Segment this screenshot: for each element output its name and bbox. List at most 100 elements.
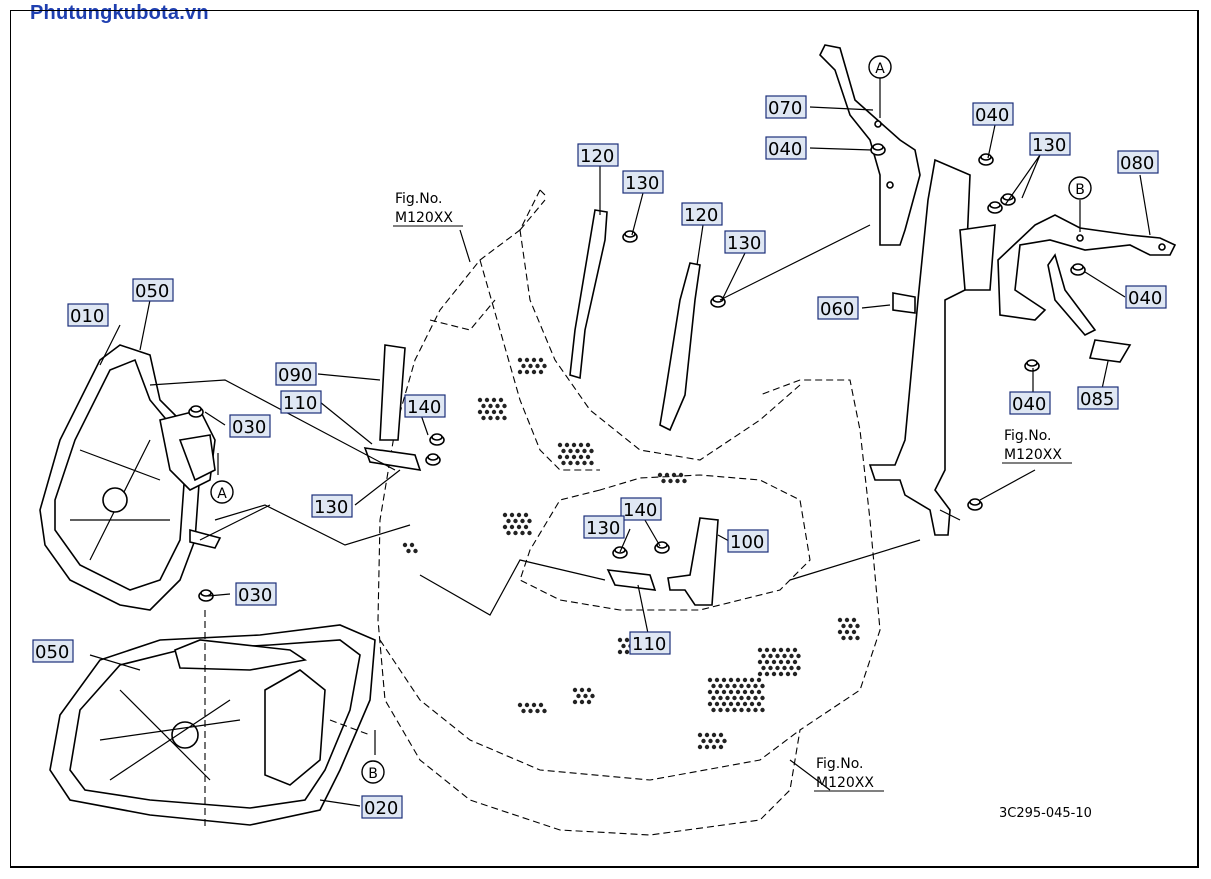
part-label-080[interactable]: 080 xyxy=(1120,153,1154,174)
panel-120-a xyxy=(569,209,608,380)
part-label-140[interactable]: 140 xyxy=(407,397,441,418)
part-label-120[interactable]: 120 xyxy=(580,146,614,167)
perforation-dot xyxy=(538,357,544,363)
part-label-100[interactable]: 100 xyxy=(730,532,764,553)
perforation-dot xyxy=(576,693,581,699)
perforation-dot xyxy=(571,454,577,460)
perforation-dot xyxy=(502,415,507,421)
perforation-dot xyxy=(851,617,857,623)
perforation-dot xyxy=(707,701,713,707)
perforation-dot xyxy=(477,409,483,415)
perforation-dot xyxy=(735,689,741,695)
perforation-dot xyxy=(524,369,530,375)
perforation-dot xyxy=(586,699,592,705)
decal-085 xyxy=(1088,339,1132,363)
perforation-dot xyxy=(757,659,763,665)
perforation-dot xyxy=(624,637,630,643)
perforation-dot xyxy=(495,415,500,421)
part-label-130[interactable]: 130 xyxy=(1032,135,1066,156)
panel-120-b xyxy=(659,262,701,432)
part-label-box xyxy=(361,795,403,819)
bolt-head-icon xyxy=(431,433,443,441)
perforation-dot xyxy=(617,649,623,655)
perforation-dot xyxy=(517,357,523,363)
perforation-dot xyxy=(528,708,533,714)
fig-ref-number[interactable]: M120XX xyxy=(816,775,874,791)
perforation-dot xyxy=(722,738,727,744)
part-label-040[interactable]: 040 xyxy=(1012,394,1046,415)
perforation-dot xyxy=(749,689,755,695)
perforation-dot xyxy=(488,403,493,409)
perforation-dot xyxy=(789,653,794,659)
part-label-box xyxy=(67,303,109,327)
part-label-040[interactable]: 040 xyxy=(768,139,802,160)
part-label-085[interactable]: 085 xyxy=(1080,389,1114,410)
part-label-020[interactable]: 020 xyxy=(364,798,398,819)
part-label-110[interactable]: 110 xyxy=(632,634,666,655)
marker-circle xyxy=(361,760,385,784)
perforation-dot xyxy=(844,617,850,623)
perforation-dot xyxy=(575,460,580,466)
perforation-dot xyxy=(742,677,748,683)
part-label-110[interactable]: 110 xyxy=(283,393,317,414)
perforation-dot xyxy=(531,702,537,708)
marker-A: A xyxy=(217,486,227,502)
drawing-code: 3C295-045-10 xyxy=(999,806,1092,821)
perforation-dot xyxy=(502,403,507,409)
bolt-head-icon xyxy=(989,201,1001,209)
perforation-dot xyxy=(746,695,751,701)
part-label-010[interactable]: 010 xyxy=(70,306,104,327)
part-label-040[interactable]: 040 xyxy=(975,105,1009,126)
perforation-dot xyxy=(557,442,563,448)
fig-ref-number[interactable]: M120XX xyxy=(395,210,453,226)
perforation-dot xyxy=(764,671,770,677)
perforation-dot xyxy=(531,369,537,375)
fig-ref-number[interactable]: M120XX xyxy=(1004,447,1062,463)
part-label-070[interactable]: 070 xyxy=(768,98,802,119)
perforation-dot xyxy=(520,518,525,524)
perforation-dot xyxy=(728,689,734,695)
perforation-dot xyxy=(477,397,483,403)
perforation-dot xyxy=(568,460,573,466)
perforation-dot xyxy=(488,415,493,421)
part-label-130[interactable]: 130 xyxy=(586,518,620,539)
part-label-030[interactable]: 030 xyxy=(238,585,272,606)
part-label-130[interactable]: 130 xyxy=(727,233,761,254)
perforation-dot xyxy=(753,707,758,713)
part-label-030[interactable]: 030 xyxy=(232,417,266,438)
part-label-050[interactable]: 050 xyxy=(35,642,69,663)
perforation-dot xyxy=(582,460,587,466)
perforation-dot xyxy=(561,460,566,466)
part-label-140[interactable]: 140 xyxy=(623,500,657,521)
perforation-dot xyxy=(697,732,703,738)
perforation-dot xyxy=(406,548,411,554)
part-label-130[interactable]: 130 xyxy=(625,173,659,194)
perforation-dot xyxy=(585,442,591,448)
perforation-dot xyxy=(585,454,591,460)
part-label-040[interactable]: 040 xyxy=(1128,288,1162,309)
perforation-dot xyxy=(756,677,762,683)
perforation-dot xyxy=(837,629,843,635)
perforation-dot xyxy=(739,707,744,713)
perforation-dot xyxy=(564,454,570,460)
perforation-dot xyxy=(513,518,518,524)
perforation-dot xyxy=(771,671,777,677)
part-label-050[interactable]: 050 xyxy=(135,281,169,302)
part-label-090[interactable]: 090 xyxy=(278,365,312,386)
perforation-dot xyxy=(527,518,532,524)
perforation-dot xyxy=(568,448,573,454)
perforation-dot xyxy=(579,699,585,705)
part-label-060[interactable]: 060 xyxy=(820,299,854,320)
site-title[interactable]: Phutungkubota.vn xyxy=(30,2,209,24)
headlight-left xyxy=(39,344,271,611)
perforation-dot xyxy=(572,687,578,693)
part-label-120[interactable]: 120 xyxy=(684,205,718,226)
marker-B: B xyxy=(368,766,378,782)
front-grille-outline xyxy=(377,189,881,836)
bolt-head-icon xyxy=(656,541,668,549)
part-label-130[interactable]: 130 xyxy=(314,497,348,518)
leader-lines xyxy=(89,78,1151,807)
